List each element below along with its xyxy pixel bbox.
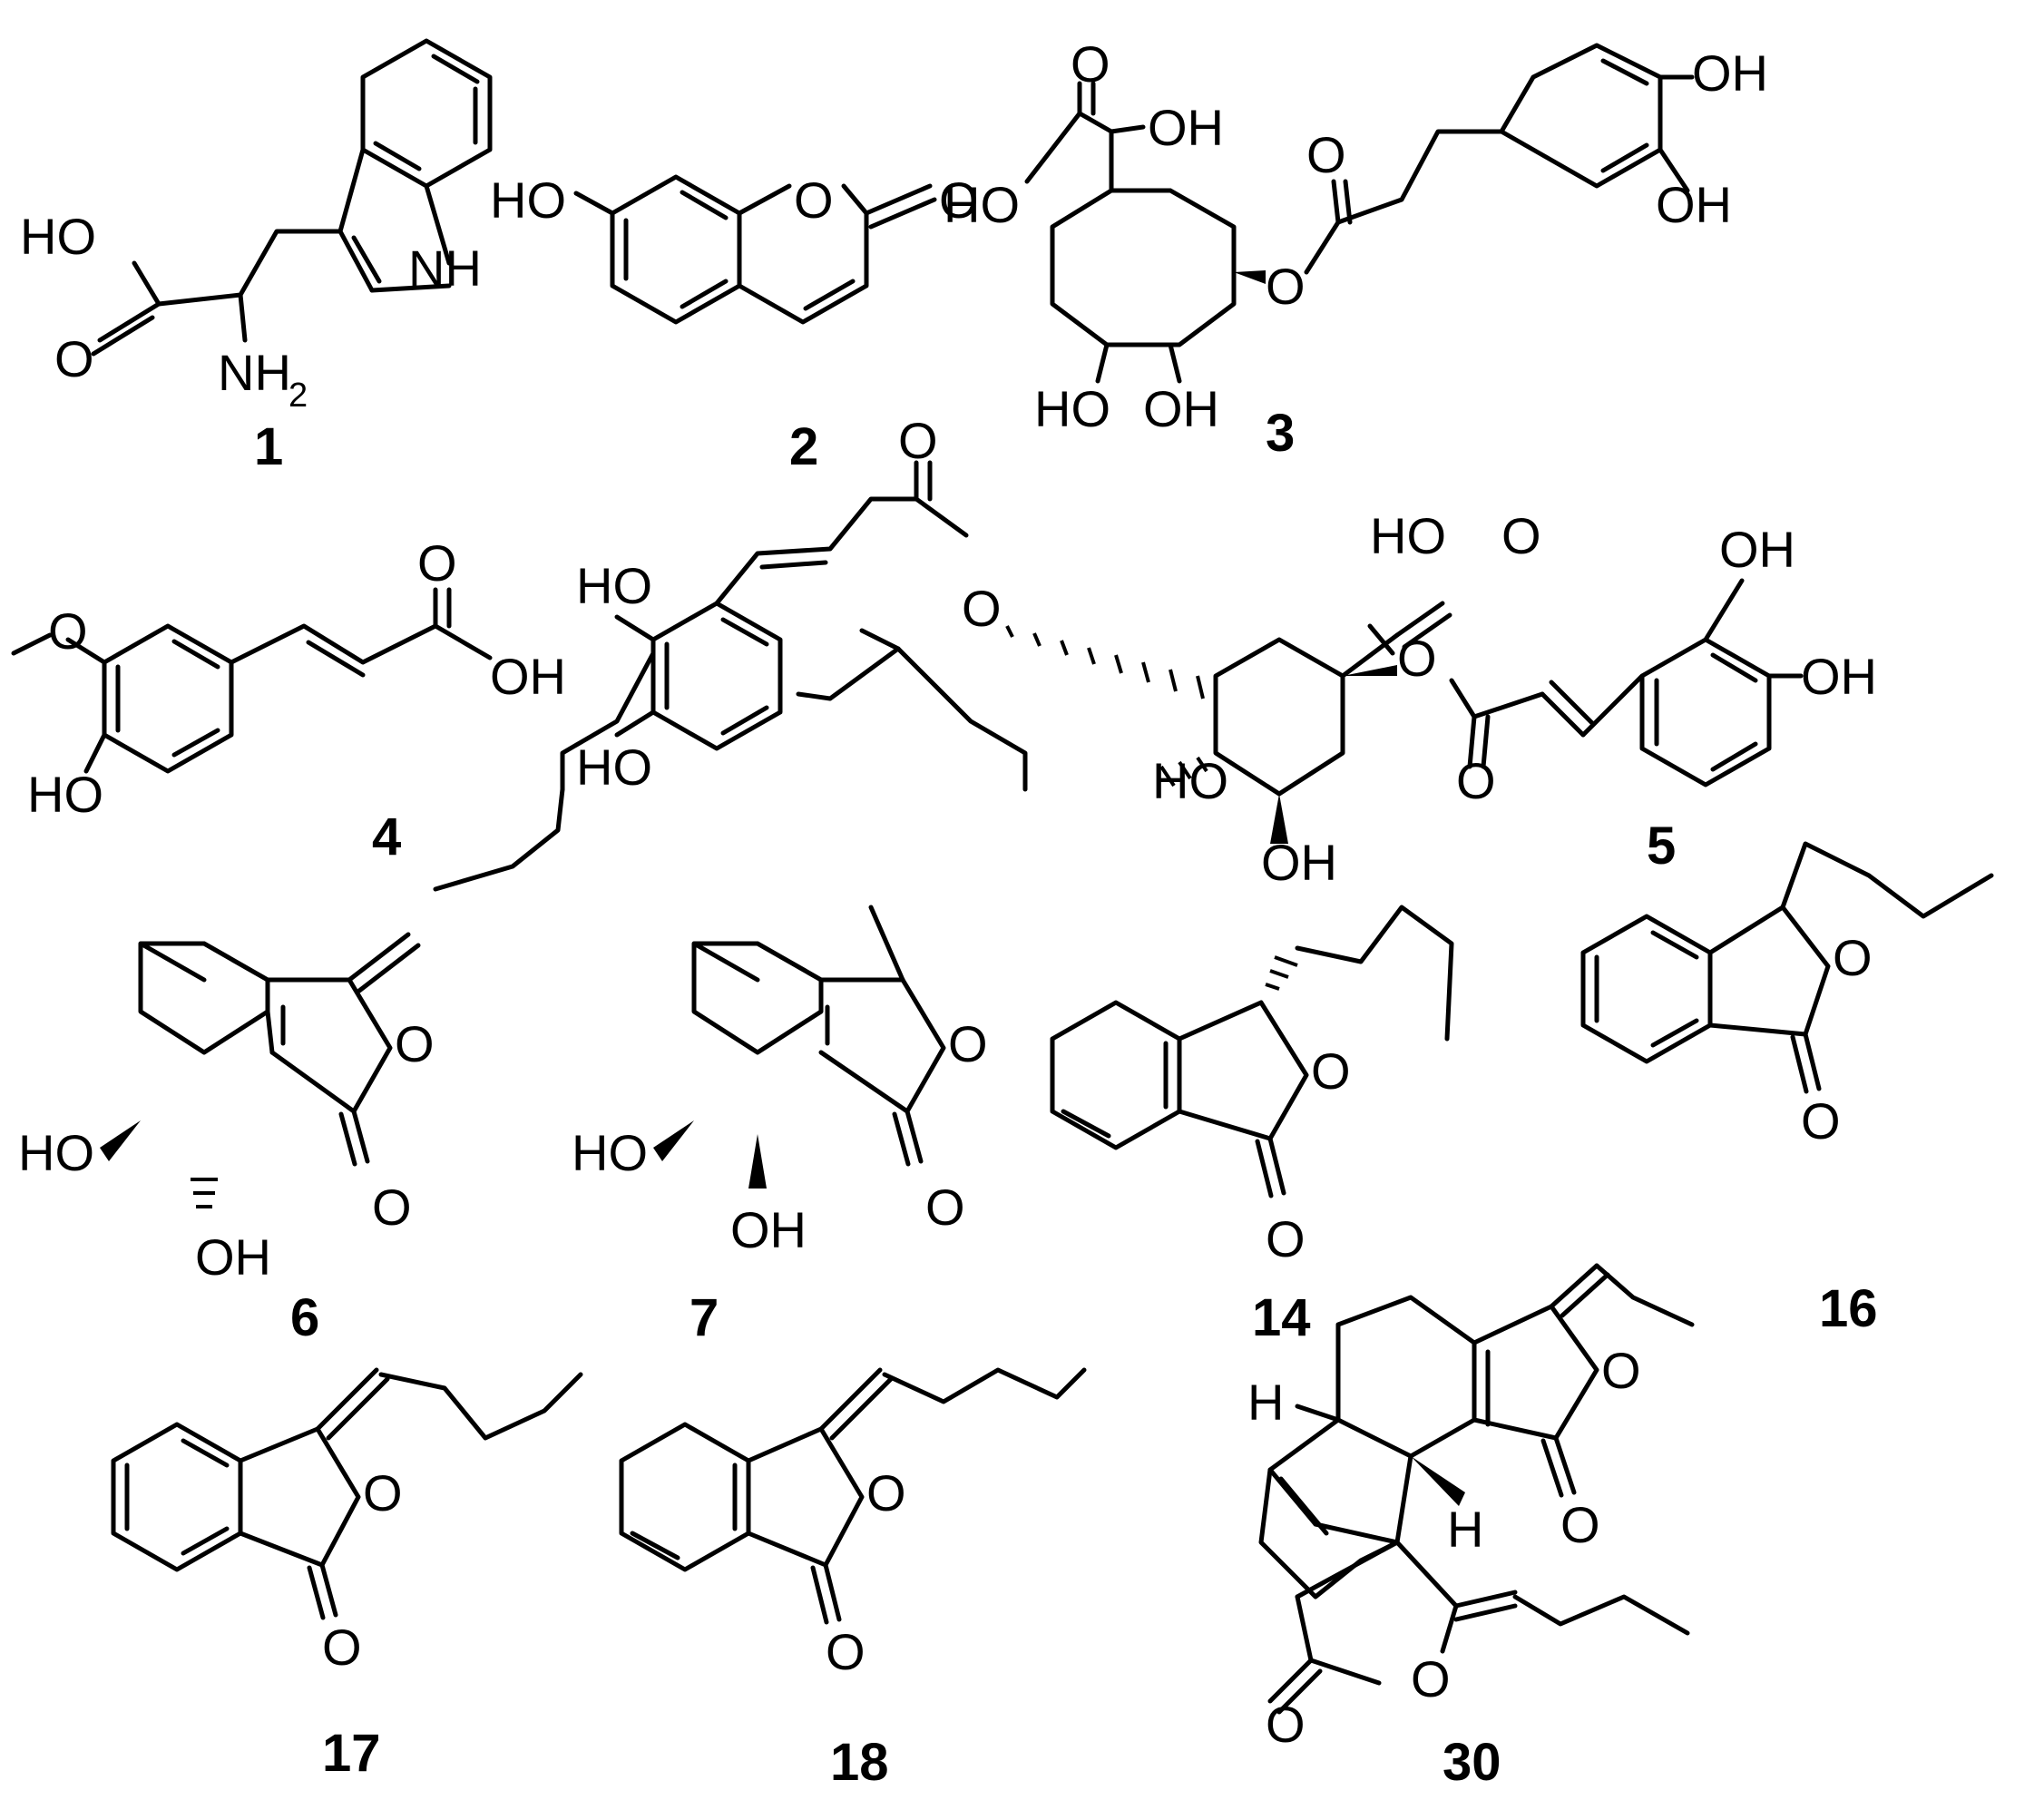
oh-label: OH (1656, 176, 1732, 233)
compound-label-7: 7 (689, 1288, 719, 1347)
carbonyl-oxygen-label: O (1456, 752, 1496, 809)
carbonyl-oxygen-label: O (372, 1179, 412, 1236)
carbonyl-oxygen-label: O (1266, 1210, 1306, 1267)
compound-label-14: 14 (1252, 1288, 1311, 1347)
nh2-subscript: 2 (289, 377, 308, 415)
compound-label-2: 2 (789, 417, 818, 476)
compound-3-structure: O OH HO O O OH HO OH OH (944, 35, 1768, 437)
carbonyl-oxygen-label: O (939, 171, 979, 229)
ring-oxygen-label: O (395, 1015, 435, 1072)
ring-oxygen-label: O (1601, 1342, 1641, 1399)
compound-label-4: 4 (372, 807, 401, 866)
ring-oxygen-label: O (1411, 1650, 1451, 1707)
carbonyl-oxygen-label: O (826, 1623, 866, 1680)
ho-label: HO (576, 557, 652, 614)
carbonyl-oxygen-label: O (1266, 1696, 1306, 1753)
compound-5-structure: HO HO O O HO O O O HO OH OH OH (576, 412, 1877, 891)
carbonyl-oxygen-label: O (1801, 1092, 1841, 1149)
carbonyl-oxygen-label: O (1501, 507, 1541, 564)
ho-label: HO (27, 766, 103, 823)
compound-label-5: 5 (1647, 817, 1676, 876)
ho-label: HO (1152, 752, 1228, 809)
compound-label-3: 3 (1266, 404, 1295, 463)
compound-6-structure: O O HO OH (18, 651, 656, 1286)
ho-label: HO (1034, 380, 1110, 437)
compound-1-structure: NH HO O NH 2 (20, 38, 493, 415)
oh-label: OH (1692, 44, 1768, 102)
compound-17-structure: O O (111, 1367, 583, 1676)
compound-label-17: 17 (322, 1724, 381, 1783)
compound-30-structure: H H O O O O (1247, 1263, 1695, 1753)
oh-label: OH (1719, 521, 1795, 578)
ho-label: HO (576, 739, 652, 796)
ho-label: HO (490, 171, 566, 229)
compound-18-structure: O O (619, 1367, 1087, 1680)
compound-2-structure: O O HO (490, 171, 979, 325)
nh-label: NH (408, 240, 482, 297)
ho-label: HO (572, 1124, 648, 1181)
ester-carbonyl-label: O (1306, 126, 1346, 183)
oh-label: OH (1148, 99, 1224, 156)
oxygen-label: O (54, 330, 94, 387)
compound-label-1: 1 (254, 417, 283, 476)
carbonyl-oxygen-label: O (417, 534, 457, 592)
ring-oxygen-label: O (363, 1464, 403, 1521)
compound-label-18: 18 (830, 1733, 889, 1792)
nh2-label: NH (218, 344, 291, 401)
oh-label: OH (1801, 648, 1877, 705)
ring-oxygen-label: O (794, 171, 834, 229)
compound-label-30: 30 (1443, 1733, 1501, 1792)
compound-label-6: 6 (290, 1288, 319, 1347)
h-label: H (1447, 1501, 1483, 1558)
carbonyl-oxygen-label: O (898, 412, 938, 469)
oh-label: OH (1143, 380, 1219, 437)
compound-16-structure: O O (1580, 841, 1994, 1149)
ho-label: HO (1370, 507, 1446, 564)
ring-oxygen-label: O (1311, 1042, 1351, 1100)
ring-oxygen-label: O (948, 1015, 988, 1072)
ring-oxygen-label: O (1833, 929, 1873, 986)
ester-oxygen-label: O (962, 580, 1002, 637)
oh-label: OH (195, 1228, 271, 1286)
compound-14-structure: O O (1050, 905, 1454, 1267)
ester-oxygen-label: O (1266, 258, 1306, 315)
carbonyl-oxygen-label: O (1071, 35, 1110, 93)
ho-label: HO (20, 208, 96, 265)
carbonyl-oxygen-label: O (925, 1179, 965, 1236)
compound-4-structure: O HO O OH (11, 534, 566, 823)
compound-7-structure: O O HO OH (572, 628, 1028, 1258)
h-label: H (1247, 1374, 1284, 1431)
carbonyl-oxygen-label: O (1560, 1496, 1600, 1553)
ho-label: HO (18, 1124, 94, 1181)
carbonyl-oxygen-label: O (322, 1619, 362, 1676)
oh-label: OH (1261, 834, 1337, 891)
methoxy-oxygen-label: O (48, 602, 88, 660)
oh-label: OH (730, 1201, 807, 1258)
oh-label: OH (490, 648, 566, 705)
ester-oxygen-label: O (1397, 630, 1437, 687)
ho-label: HO (944, 176, 1020, 233)
compound-label-16: 16 (1819, 1279, 1878, 1338)
ring-oxygen-label: O (866, 1464, 906, 1521)
